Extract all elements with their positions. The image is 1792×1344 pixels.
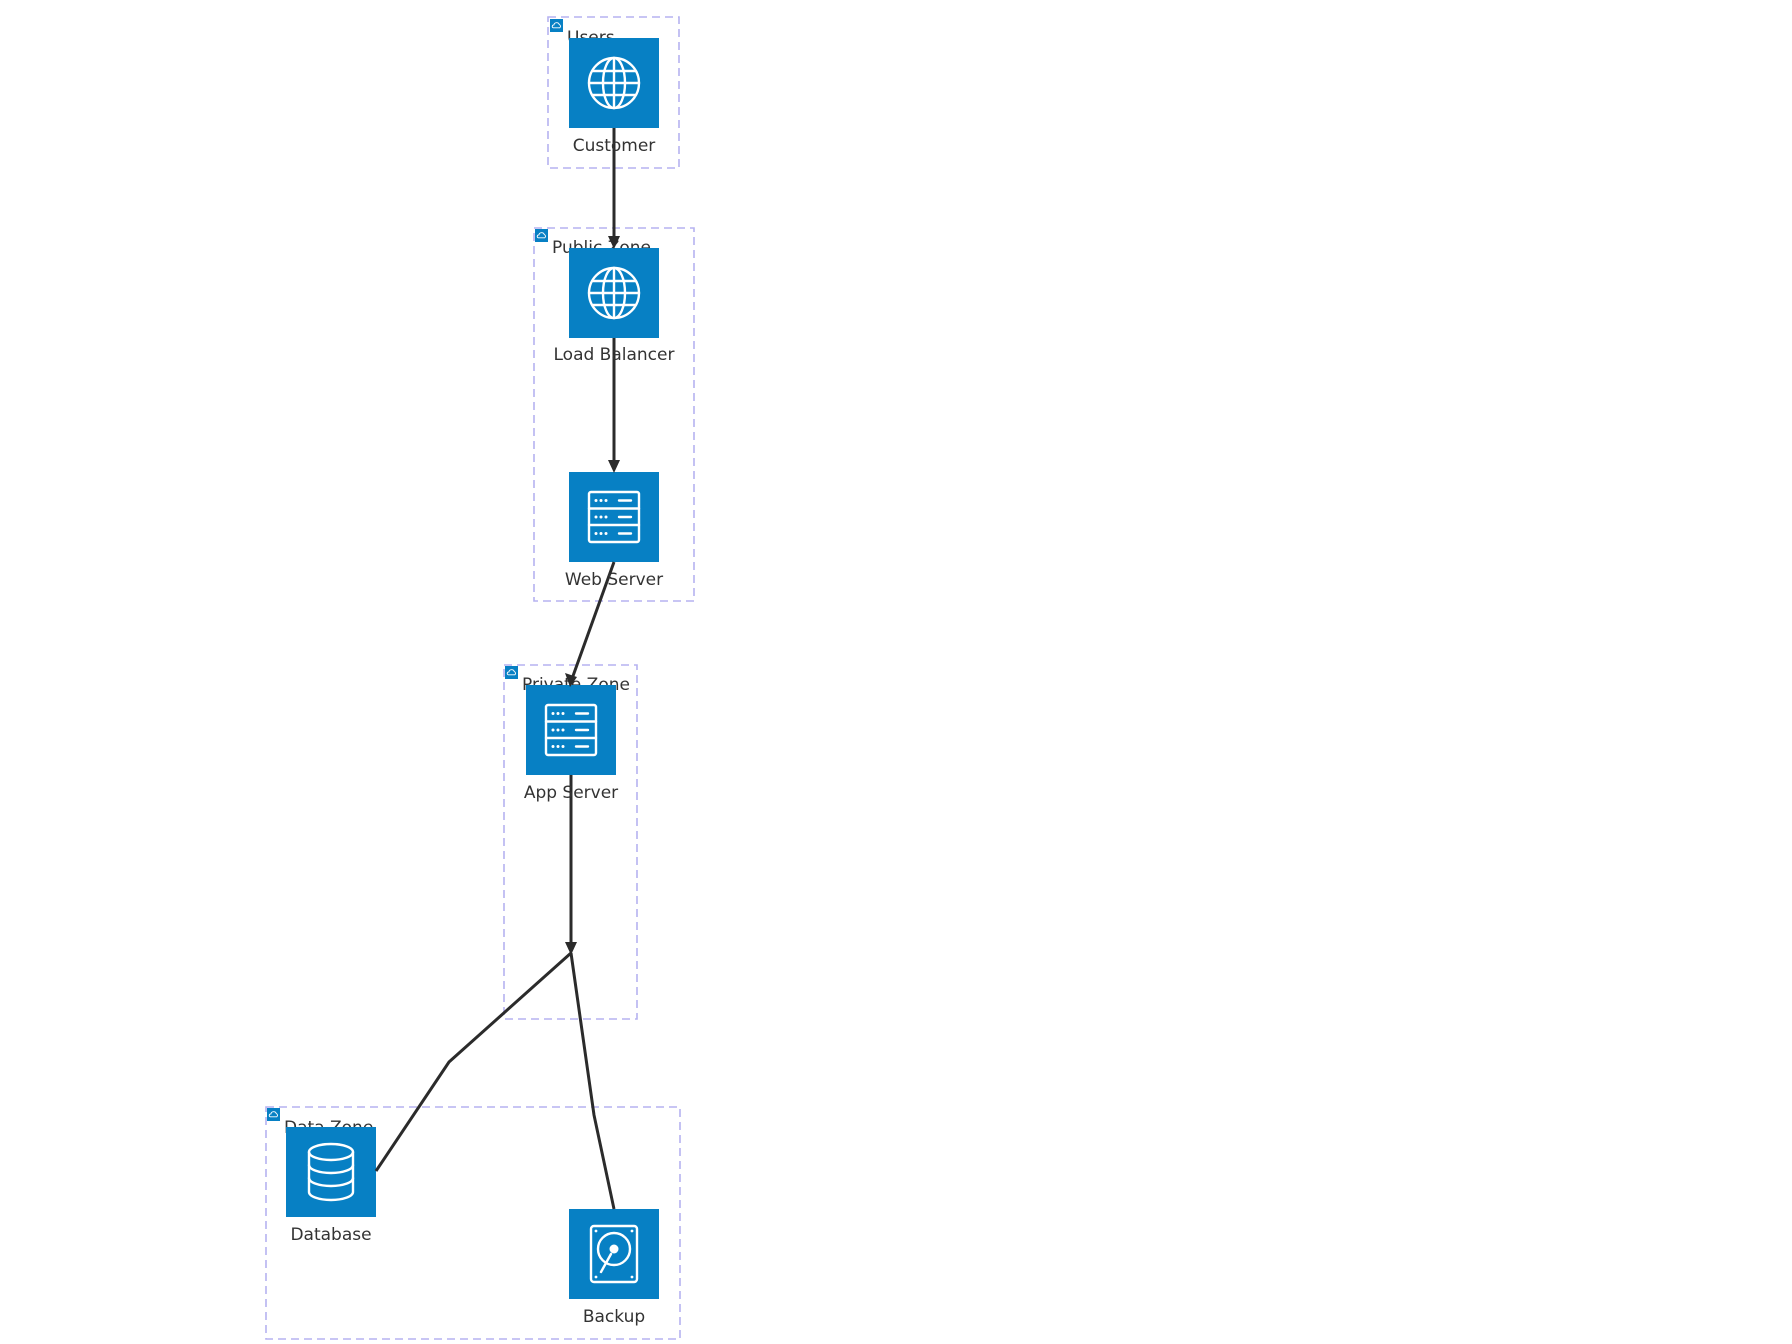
node-backup[interactable]: [569, 1209, 659, 1299]
edge-customer-load-balancer: [608, 128, 620, 249]
globe-icon: [587, 266, 641, 320]
node-label-backup: Backup: [583, 1307, 645, 1327]
cloud-icon: [505, 666, 518, 679]
node-label-app-server: App Server: [524, 783, 618, 803]
globe-icon: [587, 56, 641, 110]
node-label-customer: Customer: [573, 136, 656, 156]
node-label-web-server: Web Server: [565, 570, 663, 590]
edge-load-balancer-web-server: [608, 338, 620, 473]
node-label-load-balancer: Load Balancer: [554, 345, 675, 365]
node-label-database: Database: [290, 1225, 371, 1245]
node-app-server[interactable]: [526, 685, 616, 775]
node-load-balancer[interactable]: [569, 248, 659, 338]
node-web-server[interactable]: [569, 472, 659, 562]
cloud-icon: [267, 1108, 280, 1121]
edge-web-server-app-server: [565, 561, 616, 687]
cloud-icon: [535, 229, 548, 242]
node-customer[interactable]: [569, 38, 659, 128]
cloud-icon: [550, 19, 563, 32]
edge-app-server-split: [565, 775, 577, 955]
edge-split-backup: [569, 952, 616, 1210]
edge-split-database: [374, 951, 572, 1172]
node-database[interactable]: [286, 1127, 376, 1217]
